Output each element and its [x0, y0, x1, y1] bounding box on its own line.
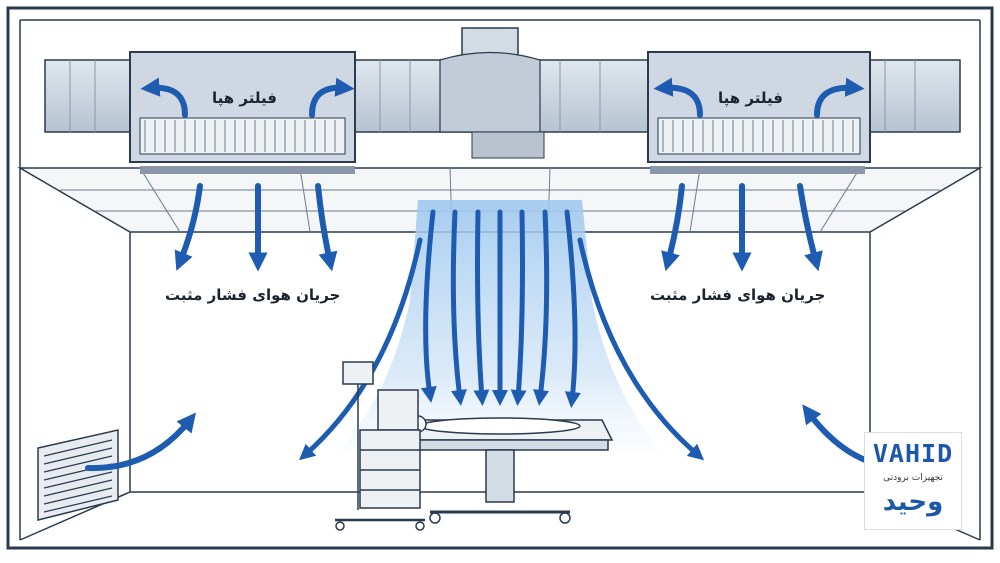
logo-persian-text: وحید — [882, 487, 944, 517]
logo-subtitle: تجهیزات برودتی — [883, 473, 943, 483]
logo-latin-text: VAHID — [872, 439, 954, 468]
filter-intake-arrows — [140, 77, 865, 118]
patient — [419, 417, 581, 435]
positive-pressure-label-right: جریان هوای فشار مثبت — [650, 286, 826, 304]
operating-table — [386, 415, 614, 524]
positive-pressure-arrows — [174, 183, 823, 272]
anesthesia-machine — [335, 361, 425, 531]
hepa-filter-label-right: فیلتر هپا — [718, 89, 783, 107]
hepa-filter-label-left: فیلتر هپا — [212, 89, 277, 107]
company-logo: VAHID تجهیزات برودتی وحید — [864, 432, 962, 530]
return-air-grille — [37, 429, 119, 521]
hepa-unit-right — [647, 51, 871, 163]
hepa-unit-left — [129, 51, 356, 163]
laminar-flow-arrows — [299, 209, 705, 461]
positive-pressure-label-left: جریان هوای فشار مثبت — [165, 286, 341, 304]
building-frame — [6, 6, 994, 550]
